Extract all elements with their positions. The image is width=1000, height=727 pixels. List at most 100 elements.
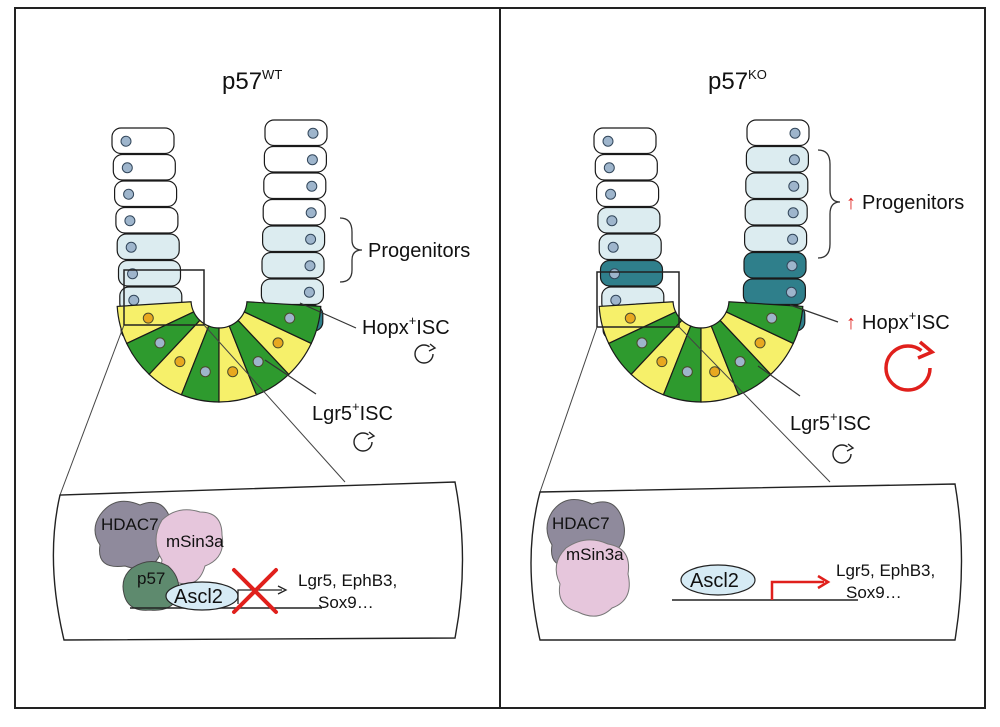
crypt-cell-progenitor-cell (261, 251, 325, 279)
paneth-granule (272, 337, 284, 349)
ko-lgr5-pointer (757, 365, 801, 397)
crypt-cell-progenitor-cell (117, 259, 182, 287)
cell-nucleus (603, 162, 615, 174)
paneth-granule (709, 366, 721, 378)
wt-tss-arrow (237, 589, 282, 604)
cell-nucleus (606, 215, 618, 227)
ko-title: p57KO (708, 67, 767, 95)
cell-nucleus (607, 241, 619, 253)
cell-nucleus (154, 337, 166, 349)
paneth-granule (754, 337, 766, 349)
ko-tss-arrow (770, 580, 824, 600)
cell-nucleus (766, 312, 778, 324)
ko-msin3a-label: mSin3a (566, 545, 624, 564)
crypt-cell-white-cell (115, 206, 179, 234)
cell-nucleus (303, 286, 315, 298)
crypt-base-cell-lgr5-cell (243, 301, 322, 345)
cell-nucleus (127, 268, 138, 280)
ko-zoom-line-left (539, 326, 598, 493)
cell-nucleus (787, 207, 799, 219)
cell-nucleus (284, 312, 296, 324)
cell-nucleus (199, 366, 211, 378)
ko-targets-line1: Lgr5, EphB3, (836, 561, 935, 580)
cell-nucleus (128, 294, 140, 306)
ko-protein-complex (546, 499, 858, 617)
ko-lgr5-label: Lgr5+ISC (790, 409, 871, 435)
cell-nucleus (307, 127, 319, 139)
cell-nucleus (121, 162, 133, 174)
ko-progenitor-brace (817, 149, 841, 259)
cell-nucleus (123, 188, 135, 200)
wt-hdac7-label: HDAC7 (101, 515, 159, 534)
cell-nucleus (605, 188, 617, 200)
ko-ascl2-label: Ascl2 (690, 570, 739, 592)
wt-protein-complex (94, 500, 322, 614)
crypt-cell-progenitor-cell (745, 145, 810, 173)
crypt-cell-white-cell (113, 180, 178, 208)
crypt-cell-white-cell (746, 119, 810, 147)
crypt-cell-progenitor-cell (116, 233, 180, 261)
ko-zoom-line-right (678, 326, 831, 483)
cell-nucleus (788, 154, 800, 166)
crypt-cell-progenitor-cell (744, 198, 808, 226)
paneth-granule (656, 356, 668, 368)
cell-nucleus (787, 233, 799, 245)
ko-progenitors-label: ↑Progenitors (846, 192, 964, 214)
crypt-cell-progenitor-cell (598, 233, 662, 261)
wt-lgr5-pointer (264, 359, 317, 395)
crypt-cell-hopx-cell (743, 251, 807, 279)
wt-targets-line2: Sox9… (318, 593, 374, 612)
cell-nucleus (252, 356, 264, 368)
ko-hopx-cycle-icon (884, 340, 936, 392)
wt-zoom-box (123, 269, 205, 326)
ko-msin3a-shape (555, 539, 630, 617)
wt-ascl2-label: Ascl2 (174, 586, 223, 608)
crypt-cell-hopx-cell (599, 259, 664, 287)
cell-nucleus (785, 286, 797, 298)
ko-progenitors-up-arrow: ↑ (846, 192, 856, 214)
cell-nucleus (788, 180, 800, 192)
ko-lgr5-cycle-icon (832, 443, 855, 464)
paneth-granule (227, 366, 239, 378)
wt-zoom-line-right (203, 324, 346, 483)
crypt-cell-progenitor-cell (743, 225, 808, 253)
wt-hopx-pointer (299, 302, 357, 329)
crypt-cell-progenitor-cell (597, 206, 661, 234)
wt-progenitor-brace (339, 217, 363, 283)
cell-nucleus (789, 127, 801, 139)
ko-targets-line2: Sox9… (846, 583, 902, 602)
crypt-cell-white-cell (262, 198, 326, 226)
crypt-cell-white-cell (263, 145, 327, 173)
crypt-cell-white-cell (112, 153, 176, 181)
paneth-granule (174, 356, 186, 368)
crypt-cell-white-cell (264, 119, 328, 147)
wt-msin3a-label: mSin3a (166, 532, 224, 551)
wt-lgr5-label: Lgr5+ISC (312, 399, 393, 425)
ko-hopx-label: ↑Hopx+ISC (846, 308, 950, 334)
ko-hopx-up-arrow: ↑ (846, 312, 856, 334)
panel-ko: p57KO ↑Progenitors ↑Hopx+ISC Lgr5+ISC (530, 67, 964, 641)
wt-crypt (111, 119, 328, 403)
cell-nucleus (610, 294, 622, 306)
cell-nucleus (304, 260, 316, 272)
wt-lgr5-cycle-icon (353, 431, 376, 452)
ko-zoom-box (596, 271, 680, 328)
paneth-granule (624, 312, 636, 324)
ko-inset-frame (530, 483, 963, 641)
cell-nucleus (681, 366, 693, 378)
wt-hopx-cycle-icon (414, 343, 437, 364)
crypt-cell-white-cell (595, 180, 660, 208)
cell-nucleus (734, 356, 746, 368)
wt-zoom-line-left (59, 324, 125, 496)
crypt-cell-white-cell (594, 153, 658, 181)
ko-hopx-pointer (789, 304, 839, 323)
wt-p57-label: p57 (137, 569, 165, 588)
cell-nucleus (305, 233, 317, 245)
paneth-granule (142, 312, 154, 324)
crypt-cell-progenitor-cell (262, 225, 326, 253)
cell-nucleus (124, 215, 136, 227)
wt-targets-line1: Lgr5, EphB3, (298, 571, 397, 590)
wt-title: p57WT (222, 67, 282, 95)
wt-msin3a-shape (155, 509, 224, 585)
